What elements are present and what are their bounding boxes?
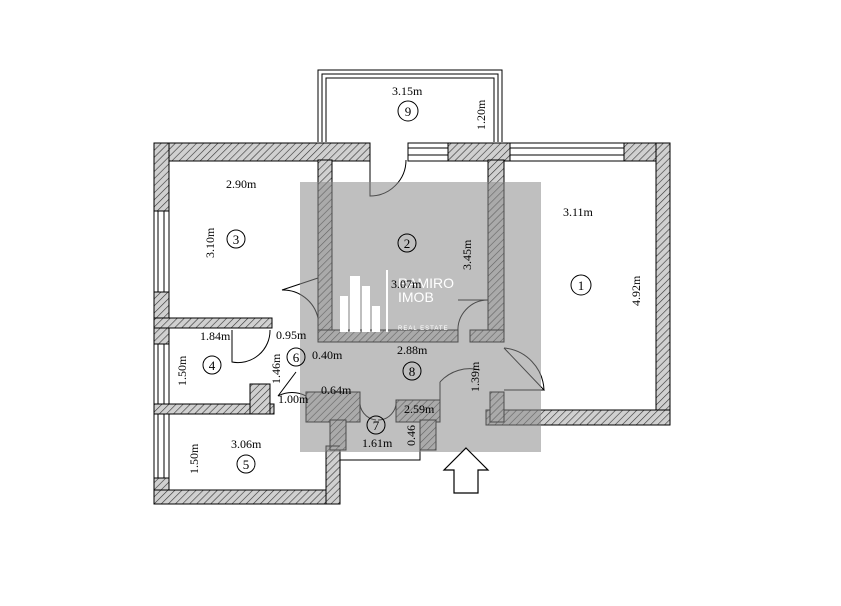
dim-wall-040: 0.40m — [312, 348, 343, 362]
dim-room4-depth: 1.50m — [175, 355, 189, 386]
dim-room6-depth: 1.46m — [269, 353, 283, 384]
dim-hall-width: 2.88m — [397, 343, 428, 357]
dim-room5-width: 3.06m — [231, 437, 262, 451]
room-9-number: 9 — [405, 104, 412, 119]
dim-room7-depth: 0.46 — [404, 425, 418, 446]
dim-door-100: 1.00m — [278, 392, 309, 406]
dim-door-095: 0.95m — [276, 328, 307, 342]
dim-room5-depth: 1.50m — [187, 443, 201, 474]
watermark-line2: IMOB — [398, 289, 434, 305]
dim-room1-width: 3.11m — [563, 205, 594, 219]
windows — [153, 142, 625, 479]
room-6-number: 6 — [293, 350, 300, 365]
dim-room1-depth: 4.92m — [629, 275, 643, 306]
watermark-tagline: REAL ESTATE — [398, 326, 449, 332]
dim-room3-width: 2.90m — [226, 177, 257, 191]
entrance-arrow-icon — [442, 447, 490, 494]
room-3-number: 3 — [233, 232, 240, 247]
dim-room2-width: 3.07m — [391, 277, 422, 291]
room-1-number: 1 — [578, 278, 585, 293]
room-5-number: 5 — [243, 457, 250, 472]
dim-balcony-width: 3.15m — [392, 84, 423, 98]
dim-entry-depth: 1.39m — [468, 361, 482, 392]
dim-wall-064: 0.64m — [321, 383, 352, 397]
dim-room4-width: 1.84m — [200, 329, 231, 343]
room-7-number: 7 — [373, 418, 380, 433]
dim-room7-width: 1.61m — [362, 436, 393, 450]
building-logo-icon — [340, 270, 388, 332]
dim-room3-depth: 3.10m — [203, 227, 217, 258]
watermark-line1: RAMIRO — [398, 275, 454, 291]
room-2-number: 2 — [404, 236, 411, 251]
dim-room2-depth: 3.45m — [460, 239, 474, 270]
balcony-outline — [317, 69, 503, 142]
room-4-number: 4 — [209, 358, 216, 373]
dim-balcony-depth: 1.20m — [474, 99, 488, 130]
dim-hall-259: 2.59m — [404, 402, 435, 416]
room-8-number: 8 — [409, 364, 416, 379]
